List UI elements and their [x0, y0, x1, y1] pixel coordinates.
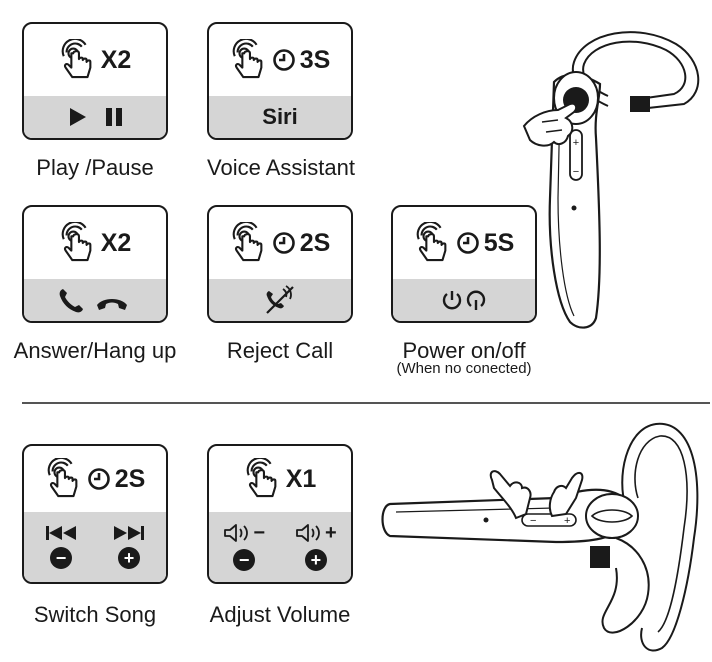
earpiece-illustration-bottom: − + — [381, 422, 699, 652]
volume-up-symbol: + — [325, 522, 337, 544]
gesture-row: X2 — [24, 24, 166, 96]
voice-assistant-caption: Voice Assistant — [207, 155, 355, 180]
gesture-row: X1 — [209, 446, 351, 512]
power-caption: Power on/off — [402, 338, 526, 363]
clock-icon — [87, 467, 111, 491]
gesture-row: 5S — [393, 207, 535, 279]
earpiece-illustration-top: + − — [522, 31, 700, 329]
svg-text:−: − — [573, 166, 579, 178]
hold-duration: 5S — [483, 228, 515, 257]
hold-duration: 2S — [299, 228, 331, 257]
siri-label: Siri — [262, 104, 298, 129]
speaker-icon — [224, 524, 249, 542]
gesture-count: X2 — [100, 45, 132, 74]
action-row — [24, 279, 166, 321]
action-row — [393, 279, 535, 321]
gesture-count: X1 — [285, 464, 317, 493]
power-card: 5S — [391, 205, 537, 323]
clock-icon — [272, 48, 296, 72]
plus-button-icon: + — [118, 547, 140, 569]
clock-icon — [272, 231, 296, 255]
tap-hand-icon — [414, 222, 452, 264]
reject-call-caption: Reject Call — [226, 338, 334, 363]
plus-button-icon: + — [304, 549, 327, 571]
hold-duration: 2S — [114, 464, 146, 493]
gesture-count: X2 — [100, 228, 132, 257]
volume-down-symbol: − — [253, 522, 265, 544]
previous-track-icon — [46, 526, 76, 540]
speaker-icon — [296, 524, 320, 542]
play-pause-icon — [70, 108, 122, 126]
play-pause-caption: Play /Pause — [36, 155, 154, 180]
action-row — [209, 279, 351, 321]
power-on-off-icon — [442, 290, 486, 310]
action-row: − − + + — [209, 512, 351, 582]
volume-down-control: − − — [223, 523, 265, 571]
adjust-volume-caption: Adjust Volume — [209, 602, 351, 627]
svg-text:+: + — [564, 515, 570, 527]
previous-track-control: − — [45, 525, 77, 569]
switch-song-card: 2S − + — [22, 444, 168, 584]
voice-assistant-card: 3S Siri — [207, 22, 353, 140]
tap-hand-icon — [230, 222, 268, 264]
phone-answer-hangup-icon — [59, 289, 127, 313]
next-track-control: + — [113, 525, 145, 569]
tap-hand-icon — [59, 222, 97, 264]
answer-hangup-card: X2 — [22, 205, 168, 323]
next-track-icon — [114, 526, 144, 540]
volume-up-control: + + — [295, 523, 337, 571]
gesture-row: 2S — [24, 446, 166, 512]
action-row: Siri — [209, 96, 351, 138]
svg-text:−: − — [530, 515, 536, 527]
tap-hand-icon — [45, 458, 83, 500]
adjust-volume-card: X1 − − + + — [207, 444, 353, 584]
minus-button-icon: − — [233, 549, 256, 571]
play-pause-card: X2 — [22, 22, 168, 140]
answer-hangup-caption: Answer/Hang up — [13, 338, 177, 363]
hold-duration: 3S — [299, 45, 331, 74]
tap-hand-icon — [59, 39, 97, 81]
gesture-row: 2S — [209, 207, 351, 279]
gesture-row: X2 — [24, 207, 166, 279]
switch-song-caption: Switch Song — [33, 602, 157, 627]
action-row: − + — [24, 512, 166, 582]
section-divider — [22, 402, 710, 404]
tap-hand-icon — [230, 39, 268, 81]
minus-button-icon: − — [50, 547, 72, 569]
svg-text:+: + — [573, 137, 579, 149]
action-row — [24, 96, 166, 138]
tap-hand-icon — [244, 458, 282, 500]
reject-call-icon — [266, 285, 294, 314]
gesture-row: 3S — [209, 24, 351, 96]
reject-call-card: 2S — [207, 205, 353, 323]
power-subcaption: (When no conected) — [396, 360, 532, 377]
